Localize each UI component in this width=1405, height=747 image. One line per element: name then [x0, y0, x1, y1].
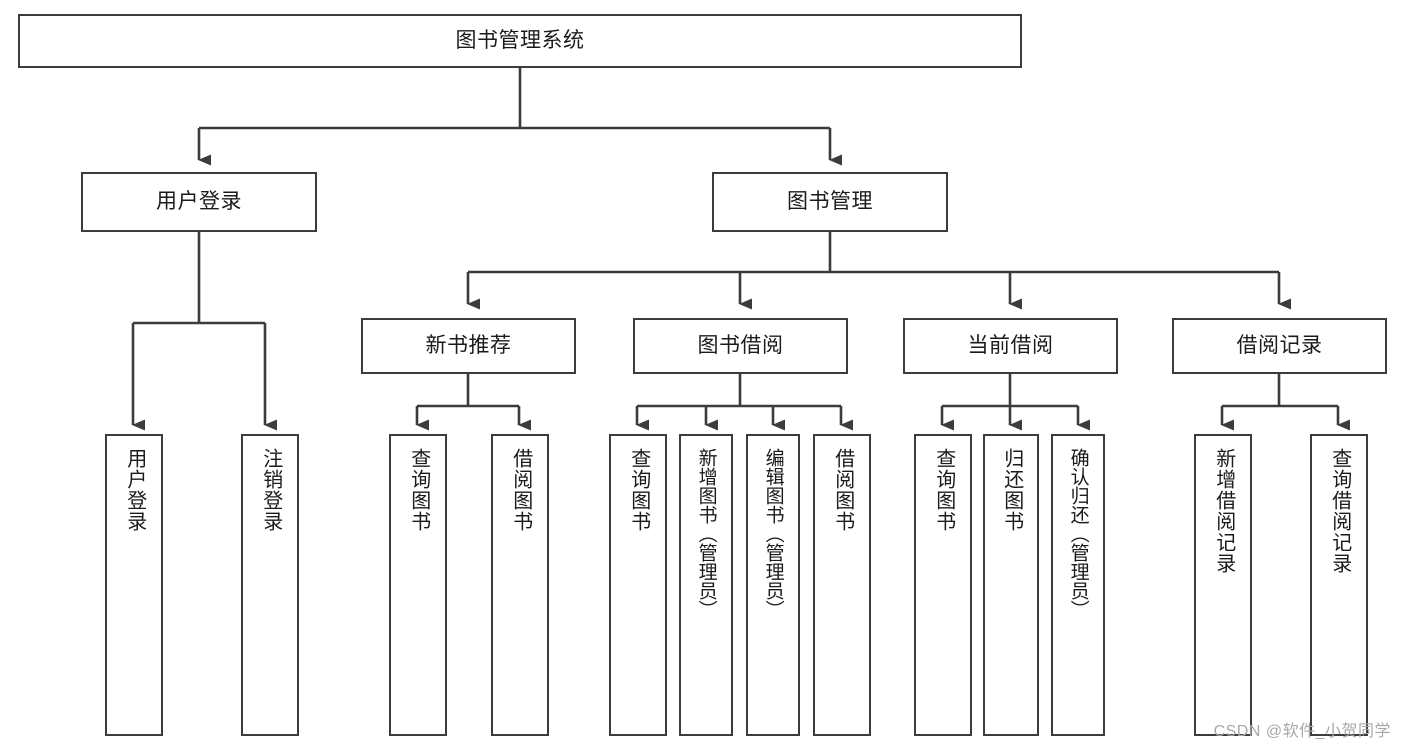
- leaf-user-login[interactable]: 用户登录: [105, 434, 163, 736]
- leaf-query-book-current-label: 查询图书: [932, 448, 955, 532]
- leaf-add-book-admin-label: 新增图书（管理员）: [695, 448, 717, 619]
- leaf-query-borrow-record[interactable]: 查询借阅记录: [1310, 434, 1368, 736]
- node-book-management-label: 图书管理: [787, 190, 873, 214]
- leaf-logout[interactable]: 注销登录: [241, 434, 299, 736]
- node-root-label: 图书管理系统: [455, 29, 585, 53]
- node-book-borrow-label: 图书借阅: [697, 334, 784, 358]
- node-book-management[interactable]: 图书管理: [712, 172, 948, 232]
- leaf-query-book-recommend-label: 查询图书: [407, 448, 430, 532]
- leaf-borrow-book-borrow[interactable]: 借阅图书: [813, 434, 871, 736]
- leaf-borrow-book-borrow-label: 借阅图书: [831, 448, 854, 532]
- leaf-add-borrow-record[interactable]: 新增借阅记录: [1194, 434, 1252, 736]
- leaf-edit-book-admin-label: 编辑图书（管理员）: [762, 448, 784, 619]
- node-current-borrow[interactable]: 当前借阅: [903, 318, 1118, 374]
- leaf-logout-label: 注销登录: [259, 448, 282, 532]
- leaf-borrow-book-recommend-label: 借阅图书: [509, 448, 532, 532]
- leaf-query-book-current[interactable]: 查询图书: [914, 434, 972, 736]
- watermark-text: CSDN @软件_小贺同学: [1213, 723, 1391, 740]
- leaf-add-borrow-record-label: 新增借阅记录: [1212, 448, 1235, 574]
- leaf-user-login-label: 用户登录: [123, 448, 146, 532]
- leaf-add-book-admin[interactable]: 新增图书（管理员）: [679, 434, 733, 736]
- node-current-borrow-label: 当前借阅: [967, 334, 1054, 358]
- node-new-book-recommend[interactable]: 新书推荐: [361, 318, 576, 374]
- leaf-return-book-label: 归还图书: [1000, 448, 1023, 532]
- leaf-query-book-borrow-label: 查询图书: [627, 448, 650, 532]
- node-user-login[interactable]: 用户登录: [81, 172, 317, 232]
- node-book-borrow[interactable]: 图书借阅: [633, 318, 848, 374]
- node-user-login-label: 用户登录: [156, 190, 242, 214]
- node-root[interactable]: 图书管理系统: [18, 14, 1022, 68]
- leaf-confirm-return-admin-label: 确认归还（管理员）: [1067, 448, 1089, 619]
- leaf-edit-book-admin[interactable]: 编辑图书（管理员）: [746, 434, 800, 736]
- leaf-return-book[interactable]: 归还图书: [983, 434, 1039, 736]
- node-new-book-recommend-label: 新书推荐: [425, 334, 512, 358]
- leaf-confirm-return-admin[interactable]: 确认归还（管理员）: [1051, 434, 1105, 736]
- leaf-borrow-book-recommend[interactable]: 借阅图书: [491, 434, 549, 736]
- leaf-query-borrow-record-label: 查询借阅记录: [1328, 448, 1351, 574]
- leaf-query-book-borrow[interactable]: 查询图书: [609, 434, 667, 736]
- node-borrow-record[interactable]: 借阅记录: [1172, 318, 1387, 374]
- node-borrow-record-label: 借阅记录: [1236, 334, 1323, 358]
- leaf-query-book-recommend[interactable]: 查询图书: [389, 434, 447, 736]
